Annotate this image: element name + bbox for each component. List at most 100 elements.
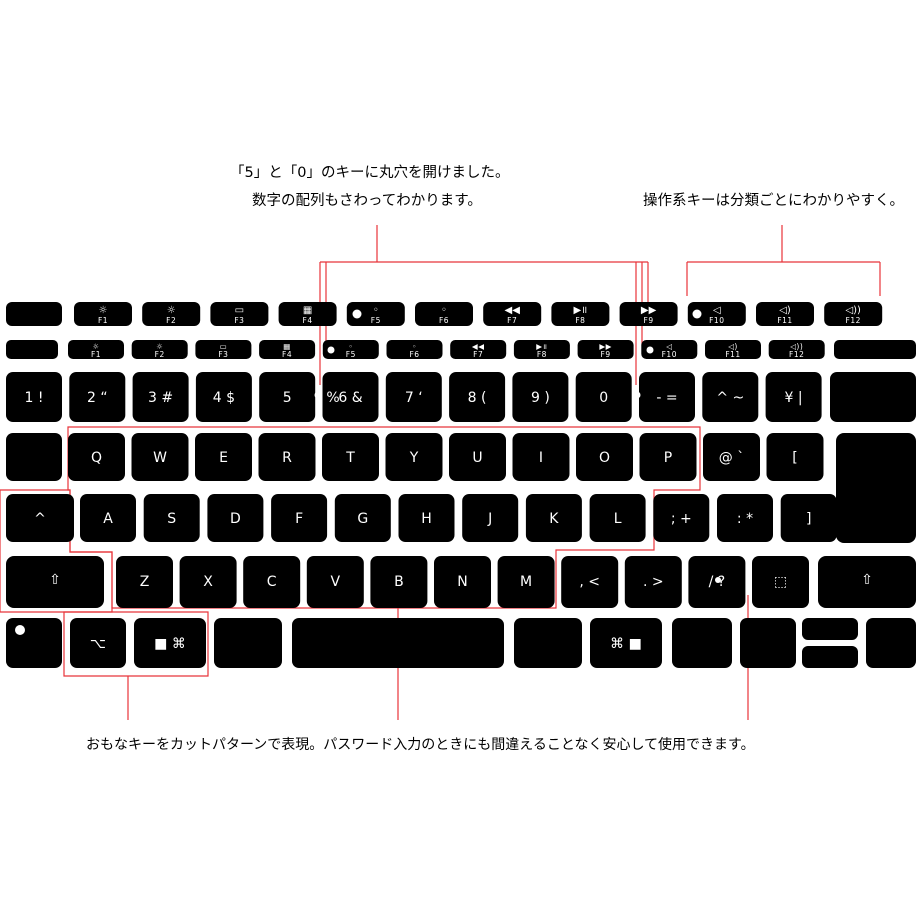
fkey-F6: [415, 302, 473, 326]
key-zxcv-9: [624, 556, 682, 608]
key-zxcv-3: [243, 556, 301, 608]
key-zxcv-label-1: Z: [140, 574, 150, 590]
key-return: [836, 433, 916, 543]
key-qwerty-1: [131, 433, 189, 481]
key-qwerty-5: [385, 433, 443, 481]
key-number-label-10: - =: [656, 390, 677, 406]
key-qwerty-7: [512, 433, 570, 481]
key-qwerty-label-0: Q: [91, 450, 102, 466]
key-zxcv-7: [497, 556, 555, 608]
key-qwerty-3: [258, 433, 316, 481]
key-number-4: [259, 372, 316, 422]
key-qwerty-4: [322, 433, 379, 481]
fkey-blank-left: [6, 302, 62, 326]
fkey2-label-F11: F11: [725, 350, 740, 359]
fkey2-icon-F11: ◁): [728, 342, 738, 351]
key-qwerty-label-7: I: [539, 450, 543, 466]
fkey-F1: [74, 302, 132, 326]
key-number-9: [575, 372, 632, 422]
key-asdf-label-4: F: [295, 511, 303, 527]
fkey-F4: [278, 302, 337, 326]
key-asdf-9: [589, 494, 646, 542]
fkey-F7: [483, 302, 542, 326]
key-asdf-label-11: : *: [737, 511, 753, 527]
fkey-icon-F12: ◁)): [845, 305, 861, 316]
key-zxcv-11: [752, 556, 809, 608]
key-0-hole: [633, 391, 641, 399]
fkey2-icon-F12: ◁)): [790, 342, 803, 351]
key-number-five-extra: %: [326, 390, 339, 406]
fkey2-f5-hole: [327, 346, 335, 354]
fkey-f10-hole: [692, 309, 702, 319]
fkey2-icon-F6: ◦: [412, 342, 417, 351]
fkey2-F9: [577, 340, 634, 359]
fkey-label-F1: F1: [98, 316, 108, 325]
key-asdf-11: [717, 494, 773, 542]
key-asdf-12: [780, 494, 837, 542]
fkey-F5: [346, 302, 405, 326]
fkey2-label-F4: F4: [282, 350, 292, 359]
key-number-label-1: 2 “: [87, 390, 108, 406]
key-asdf-label-1: A: [103, 511, 113, 527]
fkey2-label-F8: F8: [537, 350, 547, 359]
fkey2-f10-hole: [646, 346, 654, 354]
fkey-label-F10: F10: [709, 316, 724, 325]
key-zxcv-label-6: N: [457, 574, 467, 590]
key-asdf-3: [207, 494, 264, 542]
key-asdf-label-3: D: [230, 511, 241, 527]
key-asdf-7: [462, 494, 519, 542]
fkey-label-F7: F7: [507, 316, 517, 325]
key-asdf-5: [334, 494, 391, 542]
fkey-label-F6: F6: [439, 316, 449, 325]
fkey2-F7: [450, 340, 507, 359]
fkey2-icon-F7: ◀◀: [472, 342, 485, 351]
fkey-icon-F4: ▦: [303, 305, 312, 316]
key-qwerty-label-6: U: [472, 450, 482, 466]
fkey2-icon-F5: ◦: [348, 342, 353, 351]
key-asdf-1: [80, 494, 136, 542]
key-asdf-label-6: H: [421, 511, 432, 527]
key-delete: [830, 372, 916, 422]
fkey2-label-F1: F1: [91, 350, 101, 359]
key-arrow-down: [802, 646, 858, 668]
key-zxcv-8: [561, 556, 619, 608]
key-shift-left-label: ⇧: [49, 572, 61, 588]
key-zxcv-6: [434, 556, 491, 608]
key-number-label-4: 5: [283, 390, 292, 406]
fkey-icon-F1: ☼: [99, 305, 108, 316]
key-asdf-label-10: ; +: [671, 511, 692, 527]
fkey2-F11: [705, 340, 761, 359]
key-number-10: [639, 372, 695, 422]
fkey2-icon-F8: ▶॥: [536, 342, 547, 351]
key-command-right: [590, 618, 662, 668]
key-asdf-6: [398, 494, 455, 542]
key-zxcv-label-11: ⬚: [774, 574, 787, 590]
fkey-F8: [551, 302, 610, 326]
key-option: [70, 618, 126, 668]
fkey-F3: [210, 302, 269, 326]
fkey-icon-F10: ◁: [713, 305, 721, 316]
key-asdf-2: [143, 494, 200, 542]
fkey2-icon-F4: ▦: [283, 342, 291, 351]
fkey2-F8: [513, 340, 570, 359]
fkey2-label-F2: F2: [155, 350, 165, 359]
key-kana: [514, 618, 582, 668]
key-zxcv-5: [370, 556, 428, 608]
key-zxcv-label-7: M: [520, 574, 532, 590]
key-asdf-label-5: G: [357, 511, 368, 527]
fkey-label-F2: F2: [166, 316, 176, 325]
fkey2-label-F3: F3: [218, 350, 228, 359]
annotation-function-keys: 操作系キーは分類ごとにわかりやすく。: [643, 193, 904, 209]
fkey-F10: [687, 302, 746, 326]
key-eisu: [214, 618, 282, 668]
fkey2-F6: [386, 340, 443, 359]
fkey-F9: [619, 302, 678, 326]
fkey-f5-hole: [352, 309, 362, 319]
key-asdf-10: [653, 494, 710, 542]
key-asdf-label-12: ]: [806, 511, 811, 527]
fkey-icon-F5: ◦: [373, 305, 379, 316]
key-qwerty-label-5: Y: [409, 450, 419, 466]
key-number-11: [702, 372, 759, 422]
key-fn-hole: [15, 625, 25, 635]
